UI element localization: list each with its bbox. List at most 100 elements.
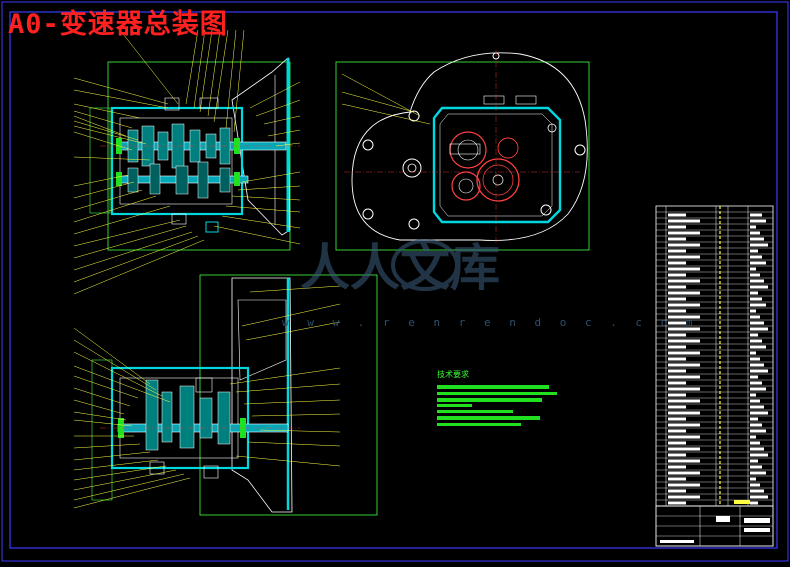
view-box-bottom <box>199 274 378 516</box>
drawing-title: A0-变速器总装图 <box>8 9 228 40</box>
inner-frame <box>9 11 778 549</box>
parts-list-cell-text <box>668 465 686 469</box>
shaft-bore <box>402 158 422 178</box>
parts-list-cell-text <box>750 231 760 235</box>
parts-list-cell-text <box>750 345 766 349</box>
parts-list-cell-text <box>668 309 686 313</box>
parts-list-cell-text <box>750 435 756 439</box>
parts-list-cell-text <box>668 249 686 253</box>
parts-list-cell-text <box>750 225 756 229</box>
parts-list-cell-text <box>668 279 700 283</box>
parts-list-cell-text <box>750 243 768 247</box>
parts-list-cell-text <box>750 423 762 427</box>
parts-list-cell-text <box>668 315 700 319</box>
gear-lower <box>451 171 481 201</box>
parts-list-cell-text <box>668 489 686 493</box>
parts-list-cell-text <box>750 357 760 361</box>
leader-lines-end-view <box>341 73 431 125</box>
parts-list-cell-text <box>750 399 760 403</box>
parts-list-cell-text <box>668 285 686 289</box>
section-view-bottom <box>91 274 378 516</box>
parts-list-cell-text <box>668 369 686 373</box>
parts-list-cell-text <box>668 351 700 355</box>
housing-flange-bottom <box>231 277 293 513</box>
leader-lines-top-right <box>213 81 301 245</box>
parts-list-cell-text <box>668 381 686 385</box>
parts-list-cell-text <box>750 441 760 445</box>
parts-list-cell-text <box>750 267 756 271</box>
end-view-cover <box>432 106 562 224</box>
parts-list-cell-text <box>668 387 700 391</box>
parts-list-cell-text <box>668 417 686 421</box>
parts-list-cell-text <box>750 393 756 397</box>
parts-list-cell-text <box>750 369 768 373</box>
parts-list-cell-text <box>750 333 758 337</box>
parts-list-cell-text <box>750 303 766 307</box>
parts-list-cell-text <box>668 399 700 403</box>
parts-list-cell-text <box>668 375 700 379</box>
parts-list-cell-text <box>668 327 700 331</box>
parts-list-cell-text <box>668 291 700 295</box>
bolt-hole-1 <box>408 110 420 122</box>
parts-list-cell-text <box>668 411 700 415</box>
parts-list-cell-text <box>750 273 760 277</box>
parts-list-cell-text <box>750 363 764 367</box>
parts-list-cell-text <box>668 321 686 325</box>
parts-list-cell-text <box>668 501 686 505</box>
parts-list-cell-text <box>750 459 758 463</box>
parts-list-cell-text <box>668 441 686 445</box>
parts-list-cell-text <box>750 417 758 421</box>
parts-list-cell-text <box>750 219 766 223</box>
parts-list-cell-text <box>668 357 686 361</box>
parts-list-cell-text <box>750 375 758 379</box>
parts-list-cell-text <box>750 255 762 259</box>
parts-list-cell-text <box>750 489 764 493</box>
parts-list-cell-text <box>750 411 768 415</box>
parts-list-cell-text <box>668 393 686 397</box>
parts-list-cell-text <box>750 297 762 301</box>
parts-list-cell-text <box>750 471 766 475</box>
technical-requirements-title: 技术要求 <box>437 370 469 379</box>
gear-main <box>476 158 520 202</box>
watermark-url: w w w . r e n r e n d o c . c o m <box>282 316 699 329</box>
view-box-top-inner <box>89 107 111 214</box>
parts-list-cell-text <box>668 255 700 259</box>
parts-list-cell-text <box>668 237 686 241</box>
parts-list-cell-text <box>750 429 766 433</box>
leader-lines-bottom-right <box>229 285 341 467</box>
parts-list-cell-text <box>668 333 686 337</box>
technical-requirements-lines <box>437 385 557 426</box>
parts-list-cell-text <box>750 309 756 313</box>
parts-list-cell-text <box>668 267 700 271</box>
parts-list-cell-text <box>750 213 762 217</box>
parts-list-cell-text <box>750 339 762 343</box>
watermark-logo: 人人文库 <box>300 239 500 297</box>
parts-list-cell-text <box>750 315 760 319</box>
parts-list-cell-text <box>668 261 686 265</box>
leader-lines-top-left <box>73 29 245 295</box>
parts-list-table <box>655 205 774 507</box>
end-view <box>335 50 590 251</box>
parts-list-cell-text <box>668 363 700 367</box>
parts-list-cell-text <box>750 495 768 499</box>
parts-list-cell-text <box>668 435 700 439</box>
end-view-housing-outline <box>351 52 588 241</box>
housing-flange-top <box>231 57 291 236</box>
parts-list-cell-text <box>750 381 762 385</box>
parts-list-cell-text <box>750 405 764 409</box>
view-box-top <box>107 61 291 251</box>
parts-list-cell-text <box>750 279 764 283</box>
parts-list-cell-text <box>750 237 764 241</box>
parts-list-cell-text <box>750 249 758 253</box>
parts-list-cell-text <box>668 459 700 463</box>
parts-list-cell-text <box>750 351 756 355</box>
parts-list-cell-text <box>750 291 758 295</box>
title-block <box>655 505 774 547</box>
leader-lines-bottom-left <box>73 327 191 509</box>
parts-list-cell-text <box>750 285 768 289</box>
parts-list-cell-text <box>668 219 700 223</box>
parts-list-cell-text <box>668 471 700 475</box>
